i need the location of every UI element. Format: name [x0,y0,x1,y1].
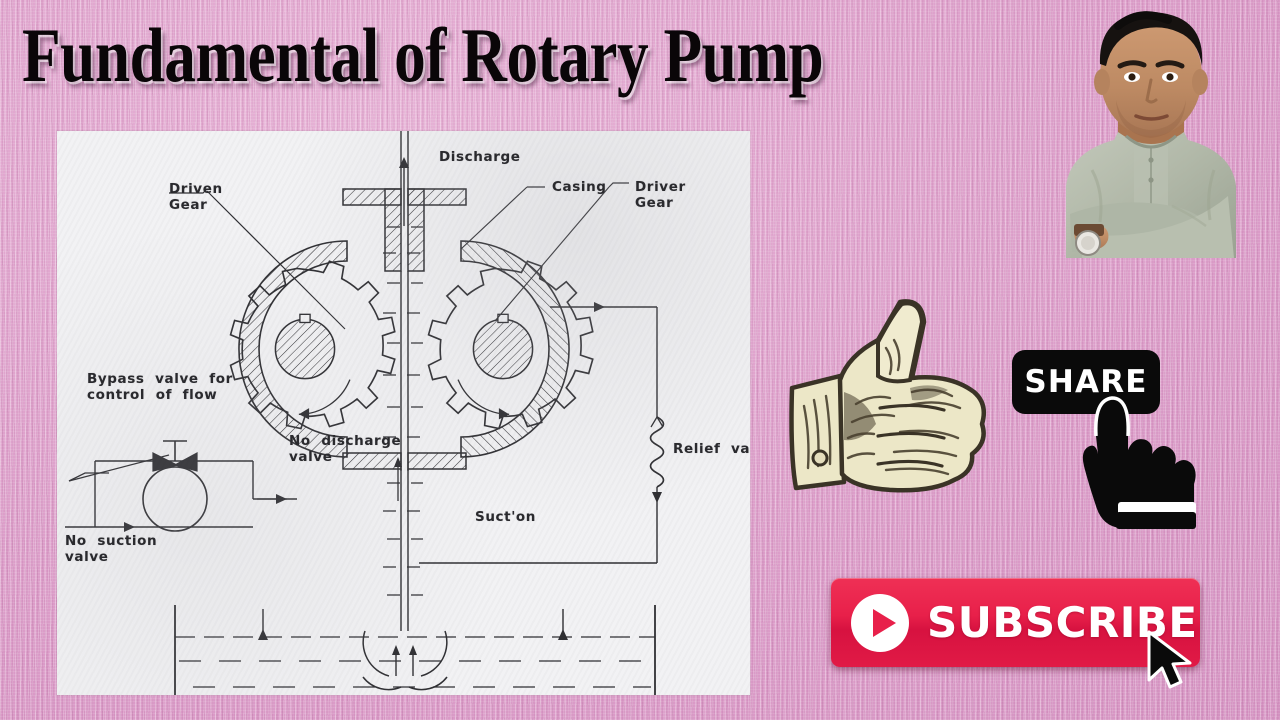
subscribe-widget[interactable]: SUBSCRIBE [831,578,1231,689]
subscribe-button[interactable]: SUBSCRIBE [831,578,1200,667]
pointing-hand-icon [1082,396,1196,529]
play-button-icon [851,593,909,652]
diagram-label-driver-gear: Driver Gear [635,179,686,212]
page-title: Fundamental of Rotary Pump [22,11,824,99]
presenter-photo [1022,0,1280,258]
diagram-label-no-discharge-valve: No discharge valve [289,433,402,466]
diagram-label-bypass-valve: Bypass valve for control of flow [87,371,233,404]
diagram-label-casing: Casing [552,179,607,195]
rotary-pump-schematic [65,131,665,695]
play-triangle-icon [872,608,896,637]
diagram-label-discharge: Discharge [439,149,521,165]
diagram-label-no-suction-valve: No suction valve [65,533,158,566]
diagram-label-relief-valve: Relief valve [673,441,750,457]
share-button[interactable]: SHARE [1012,350,1160,414]
mouse-cursor-icon [1147,630,1192,689]
thumbs-up-icon [782,296,1004,518]
diagram-label-driven-gear: Driven Gear [169,181,223,214]
rotary-pump-diagram-panel: Driven Gear Discharge Casing Driver Gear… [57,131,750,695]
share-button-label: SHARE [1024,364,1148,400]
share-widget[interactable]: SHARE [1012,350,1227,530]
diagram-label-suction: Suct'on [475,509,537,525]
